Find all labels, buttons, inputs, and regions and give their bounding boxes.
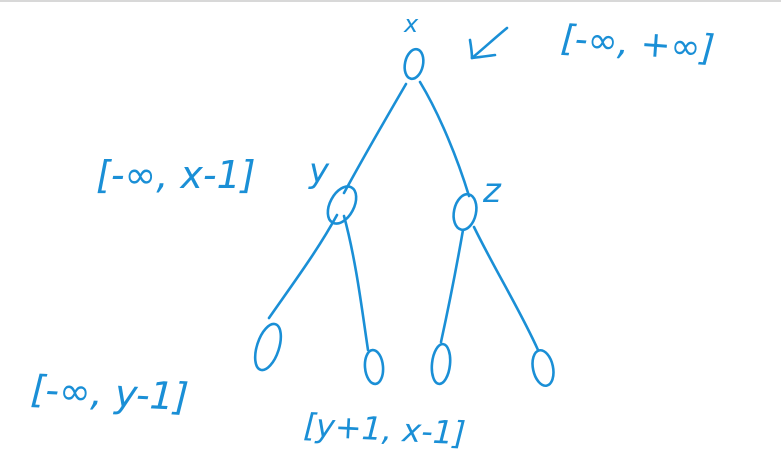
edge-left-leftright bbox=[342, 214, 370, 352]
edge-right-rightleft bbox=[439, 228, 465, 344]
leftleft-range-label: [-∞, y-1] bbox=[30, 367, 190, 419]
window-top-edge bbox=[0, 0, 781, 2]
left-range-label: [-∞, x-1] bbox=[96, 153, 256, 197]
right-var-label: z bbox=[482, 171, 502, 211]
leftright-range-label: [y+1, x-1] bbox=[303, 406, 467, 452]
edge-root-left bbox=[342, 82, 408, 195]
node-leftright[interactable] bbox=[363, 348, 385, 386]
root-range-label: [-∞, +∞] bbox=[559, 18, 716, 70]
node-right[interactable] bbox=[450, 192, 479, 232]
node-leftleft[interactable] bbox=[250, 321, 286, 373]
edge-left-leftleft bbox=[267, 213, 339, 320]
node-left[interactable] bbox=[322, 182, 362, 229]
edge-root-right bbox=[418, 80, 471, 198]
node-rightleft[interactable] bbox=[430, 342, 452, 386]
arrow-down-left-icon bbox=[468, 26, 509, 60]
edge-right-rightright bbox=[472, 225, 540, 352]
left-var-label: y bbox=[308, 151, 330, 191]
root-var-label: x bbox=[403, 10, 419, 38]
node-root[interactable] bbox=[402, 47, 426, 81]
node-rightright[interactable] bbox=[529, 348, 556, 388]
